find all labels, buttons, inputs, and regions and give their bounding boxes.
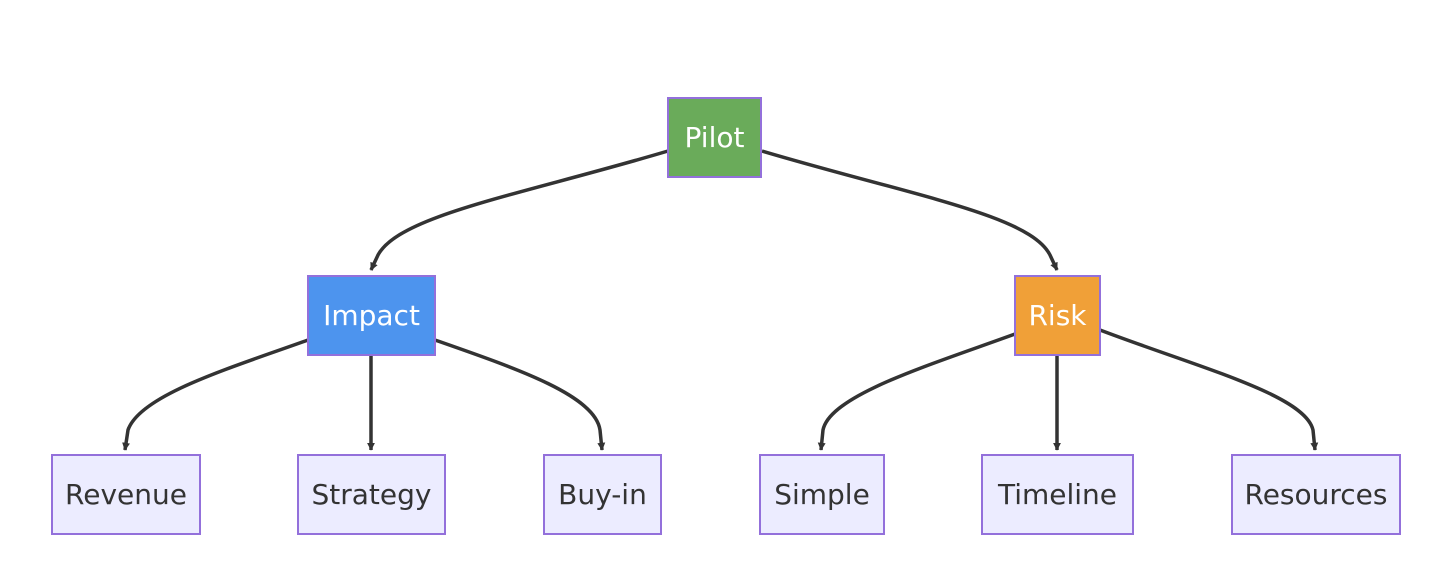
node-pilot-label: Pilot — [684, 121, 745, 154]
node-simple-label: Simple — [774, 478, 870, 511]
node-simple[interactable]: Simple — [759, 454, 885, 535]
node-timeline[interactable]: Timeline — [981, 454, 1134, 535]
node-risk[interactable]: Risk — [1014, 275, 1101, 356]
node-impact-label: Impact — [323, 299, 420, 332]
node-strategy-label: Strategy — [311, 478, 432, 511]
node-resources[interactable]: Resources — [1231, 454, 1401, 535]
edge-impact-revenue — [122, 338, 309, 451]
node-revenue[interactable]: Revenue — [51, 454, 201, 535]
node-risk-label: Risk — [1028, 299, 1087, 332]
edge-pilot-risk — [761, 149, 1059, 271]
edge-risk-simple — [817, 332, 1016, 451]
edge-risk-resources — [1099, 328, 1319, 451]
edge-pilot-impact — [369, 149, 669, 271]
node-buyin[interactable]: Buy-in — [543, 454, 662, 535]
node-pilot[interactable]: Pilot — [667, 97, 762, 178]
edge-impact-buyin — [434, 338, 606, 451]
node-revenue-label: Revenue — [65, 478, 187, 511]
node-buyin-label: Buy-in — [558, 478, 647, 511]
node-impact[interactable]: Impact — [307, 275, 436, 356]
node-timeline-label: Timeline — [997, 478, 1118, 511]
node-strategy[interactable]: Strategy — [297, 454, 446, 535]
node-resources-label: Resources — [1244, 478, 1388, 511]
